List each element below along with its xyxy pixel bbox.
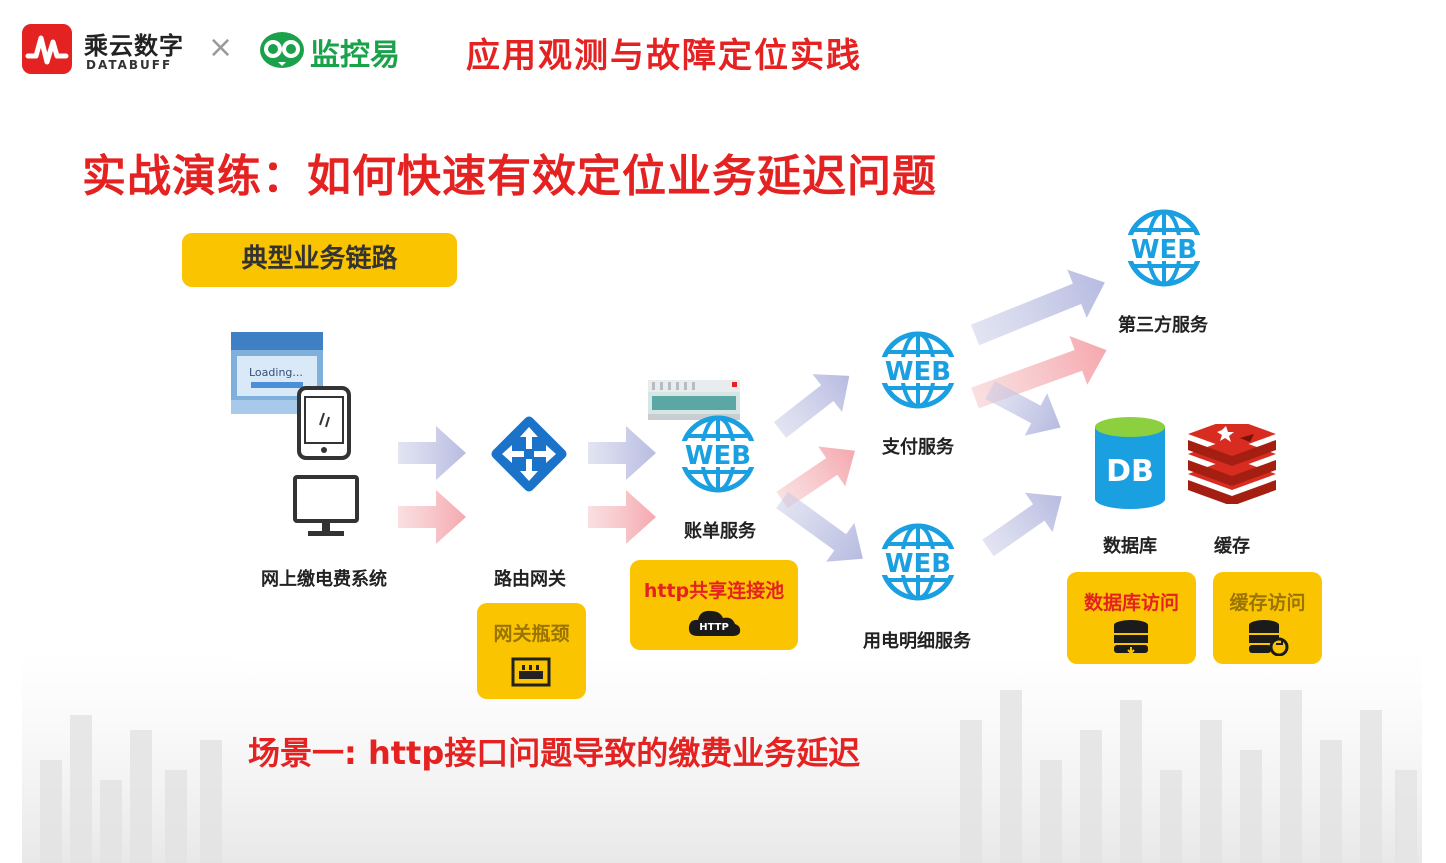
issue-label-cache-access: 缓存访问 [1229, 592, 1306, 614]
http-text: HTTP [699, 622, 729, 633]
desktop-monitor-icon [293, 475, 359, 536]
arrow-payment-third-blue [970, 269, 1105, 346]
usage-web-text: WEB [885, 549, 951, 579]
node-label-client: 网上缴电费系统 [261, 569, 387, 590]
payment-web-icon: WEB [878, 331, 958, 409]
payment-web-text: WEB [885, 357, 951, 387]
arrow-gateway-billing-blue [588, 426, 656, 480]
brand2-name: 监控易 [310, 38, 400, 73]
third-party-web-text: WEB [1131, 235, 1197, 265]
billing-web-text: WEB [685, 441, 751, 471]
owl-logo-icon [260, 32, 304, 68]
usage-web-icon: WEB [878, 523, 958, 601]
issue-db-access: 数据库访问 [1067, 572, 1196, 664]
db-text: DB [1106, 454, 1154, 489]
cache-refresh-icon [1249, 620, 1289, 656]
arrow-usage-db-blue [982, 492, 1062, 557]
header-title: 应用观测与故障定位实践 [466, 36, 862, 76]
node-label-gateway: 路由网关 [494, 569, 566, 590]
issue-cache-access: 缓存访问 [1213, 572, 1322, 664]
issue-label-db-access: 数据库访问 [1083, 592, 1179, 614]
cache-redis-icon [1188, 424, 1276, 504]
node-label-usage: 用电明细服务 [863, 631, 971, 652]
issue-http-pool: http共享连接池 HTTP [630, 560, 798, 650]
node-label-billing: 账单服务 [684, 521, 756, 542]
loading-text: Loading... [249, 366, 303, 379]
http-cloud-icon: HTTP [688, 610, 741, 636]
databuff-logo-icon [22, 24, 72, 74]
node-label-database: 数据库 [1103, 536, 1157, 557]
billing-web-icon: WEB [678, 415, 758, 493]
network-device-icon [511, 657, 551, 687]
typical-chain-chip: 典型业务链路 [182, 233, 457, 287]
node-label-payment: 支付服务 [882, 437, 954, 458]
third-party-web-icon: WEB [1124, 209, 1204, 287]
issue-gateway-bottleneck: 网关瓶颈 [477, 603, 586, 699]
arrow-client-gateway-blue [398, 426, 466, 480]
arrow-billing-payment-red [776, 446, 855, 509]
arrow-payment-db-blue [985, 381, 1061, 436]
arrow-billing-payment-blue [773, 374, 850, 438]
loading-screenshot-image: Loading... [231, 332, 323, 414]
arrow-billing-usage-blue [776, 491, 863, 562]
slide-title: 实战演练：如何快速有效定位业务延迟问题 [82, 151, 937, 202]
brand-separator: × [208, 30, 234, 65]
issue-label-http-pool: http共享连接池 [643, 580, 785, 602]
node-label-cache: 缓存 [1214, 536, 1250, 557]
arrow-gateway-billing-red [588, 490, 656, 544]
header: 乘云数字 DATABUFF × 监控易 应用观测与故障定位实践 [0, 0, 1446, 90]
brand-name-en: DATABUFF [86, 58, 173, 72]
scenario-caption: 场景一: http接口问题导致的缴费业务延迟 [248, 734, 861, 772]
mobile-phone-icon [297, 386, 351, 460]
issue-label-gateway-bottleneck: 网关瓶颈 [493, 623, 570, 645]
node-label-third-party: 第三方服务 [1118, 315, 1208, 336]
arrow-client-gateway-red [398, 490, 466, 544]
database-icon: DB [1095, 417, 1165, 509]
database-stack-icon [1114, 620, 1148, 655]
server-appliance-icon [648, 380, 740, 420]
router-gateway-icon [491, 416, 567, 492]
brand-name-cn: 乘云数字 [84, 32, 184, 60]
